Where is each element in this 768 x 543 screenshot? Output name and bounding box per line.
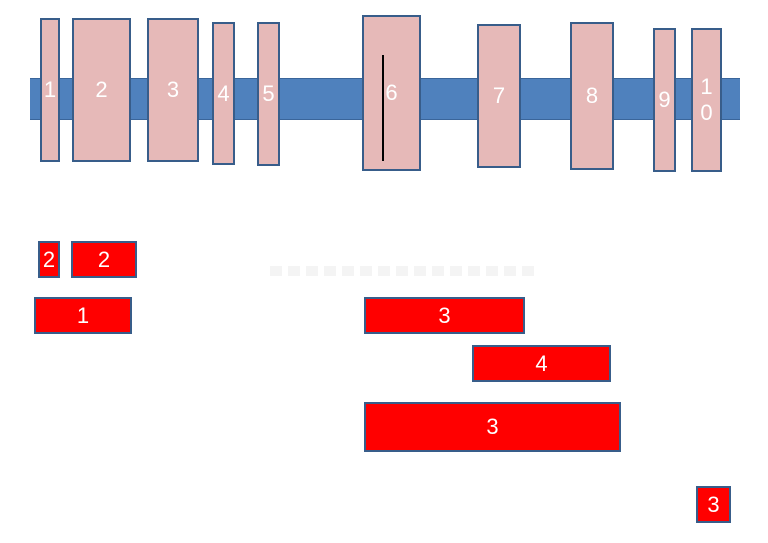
segment-2: 2 bbox=[71, 241, 137, 278]
segment-2-label: 2 bbox=[97, 246, 111, 272]
segment-6-label: 3 bbox=[486, 414, 499, 439]
exon-1: 1 bbox=[40, 18, 60, 162]
segment-4: 3 bbox=[364, 297, 525, 334]
segment-7-label: 3 bbox=[707, 491, 720, 517]
segment-5: 4 bbox=[472, 345, 611, 382]
segment-1-label: 2 bbox=[42, 246, 56, 272]
exon-1-label: 1 bbox=[43, 77, 57, 102]
exon-9-label: 9 bbox=[658, 87, 671, 112]
exon-2-label: 2 bbox=[95, 77, 108, 102]
exon-4: 4 bbox=[212, 22, 235, 165]
segment-6: 3 bbox=[364, 402, 621, 452]
exon-2: 2 bbox=[72, 18, 131, 162]
segment-3: 1 bbox=[34, 297, 132, 334]
exon-5-label: 5 bbox=[262, 81, 275, 106]
segment-5-label: 4 bbox=[535, 350, 548, 376]
exon-6-divider-line bbox=[382, 55, 384, 161]
exon-3: 3 bbox=[147, 18, 199, 162]
exon-10-label-top: 1 bbox=[700, 74, 713, 99]
exon-7: 7 bbox=[477, 24, 521, 168]
faint-background-mark bbox=[270, 266, 540, 276]
exon-3-label: 3 bbox=[166, 77, 180, 102]
exon-8: 8 bbox=[570, 22, 614, 170]
segment-7: 3 bbox=[696, 486, 731, 523]
exon-7-label: 7 bbox=[492, 83, 506, 108]
segment-4-label: 3 bbox=[438, 302, 451, 328]
exon-6: 6 bbox=[362, 15, 421, 171]
exon-4-label: 4 bbox=[217, 80, 230, 106]
segment-1: 2 bbox=[38, 241, 60, 278]
exon-5: 5 bbox=[257, 22, 280, 166]
exon-10-label-bottom: 0 bbox=[700, 100, 713, 125]
exon-9: 9 bbox=[653, 28, 676, 172]
exon-10: 1 0 bbox=[691, 28, 722, 172]
exon-6-label: 6 bbox=[385, 80, 398, 105]
exon-8-label: 8 bbox=[585, 83, 599, 108]
segment-3-label: 1 bbox=[76, 302, 90, 328]
